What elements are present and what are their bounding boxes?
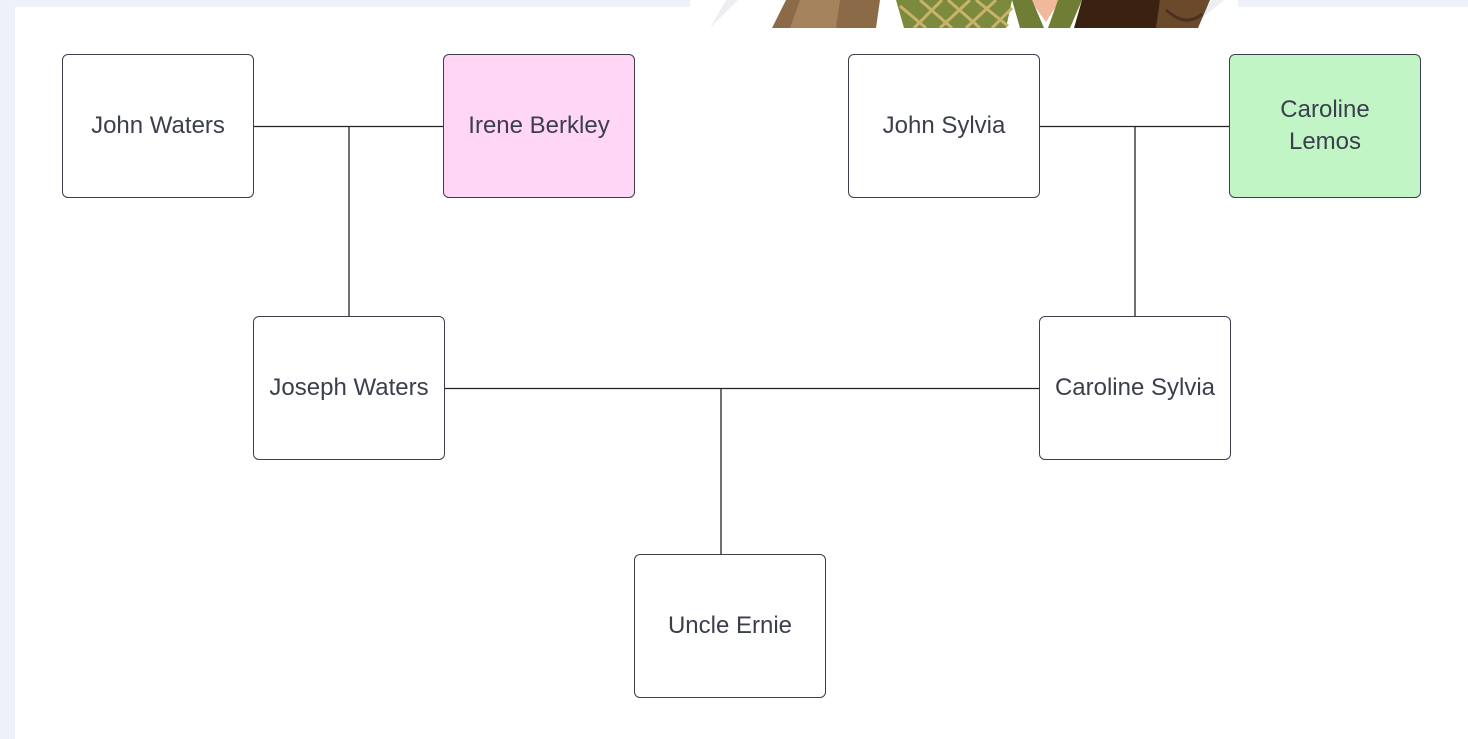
- node-label: Caroline Lemos: [1280, 96, 1370, 155]
- node-label: Irene Berkley: [468, 112, 610, 139]
- node-joseph-waters[interactable]: Joseph Waters: [253, 316, 445, 460]
- node-uncle-ernie[interactable]: Uncle Ernie: [634, 554, 826, 698]
- node-label: John Sylvia: [882, 112, 1006, 139]
- node-label: Uncle Ernie: [667, 612, 793, 639]
- node-john-sylvia[interactable]: John Sylvia: [848, 54, 1040, 198]
- cartoon-avatar-image: [690, 0, 1238, 28]
- node-caroline-sylvia[interactable]: Caroline Sylvia: [1039, 316, 1231, 460]
- avatar: [690, 0, 1238, 28]
- node-john-waters[interactable]: John Waters: [62, 54, 254, 198]
- node-label: John Waters: [91, 112, 225, 139]
- node-irene-berkley[interactable]: Irene Berkley: [443, 54, 635, 198]
- node-caroline-lemos[interactable]: Caroline Lemos: [1229, 54, 1421, 198]
- node-label: Caroline Sylvia: [1054, 374, 1216, 401]
- node-label: Joseph Waters: [269, 374, 429, 401]
